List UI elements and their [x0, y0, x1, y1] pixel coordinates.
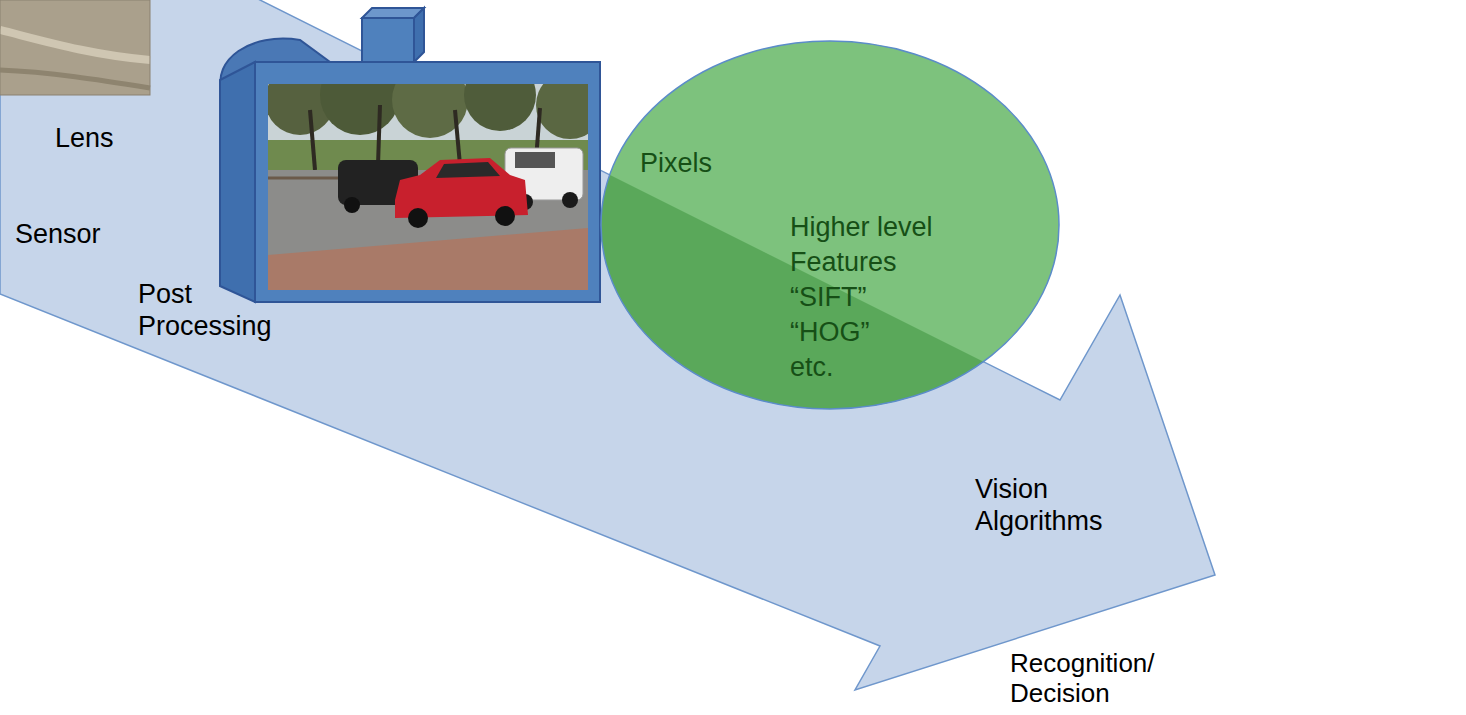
stage-label: Vision Algorithms [975, 473, 1135, 537]
circle-overlap [600, 40, 1060, 410]
stage-label: Lens [55, 122, 175, 154]
scene-thumbnail [0, 0, 150, 95]
feature-list: Higher level Features “SIFT” “HOG” etc. [790, 210, 945, 385]
feature-circle: PixelsHigher level Features “SIFT” “HOG”… [600, 40, 1060, 410]
stage-label: Post Processing [138, 278, 303, 342]
pipeline-arrow [0, 0, 1215, 690]
circle-heading: Pixels [640, 146, 840, 181]
wrap-spacer [910, 315, 945, 385]
text-column: Pixels [640, 146, 840, 181]
stage-label: Sensor [15, 218, 155, 250]
circle-border [601, 41, 1059, 409]
text-column: Higher level Features “SIFT” “HOG” etc. [790, 210, 945, 385]
camera-photo [268, 84, 588, 290]
stage-label: Recognition/ Decision [1010, 648, 1185, 708]
camera-icon [220, 8, 604, 302]
